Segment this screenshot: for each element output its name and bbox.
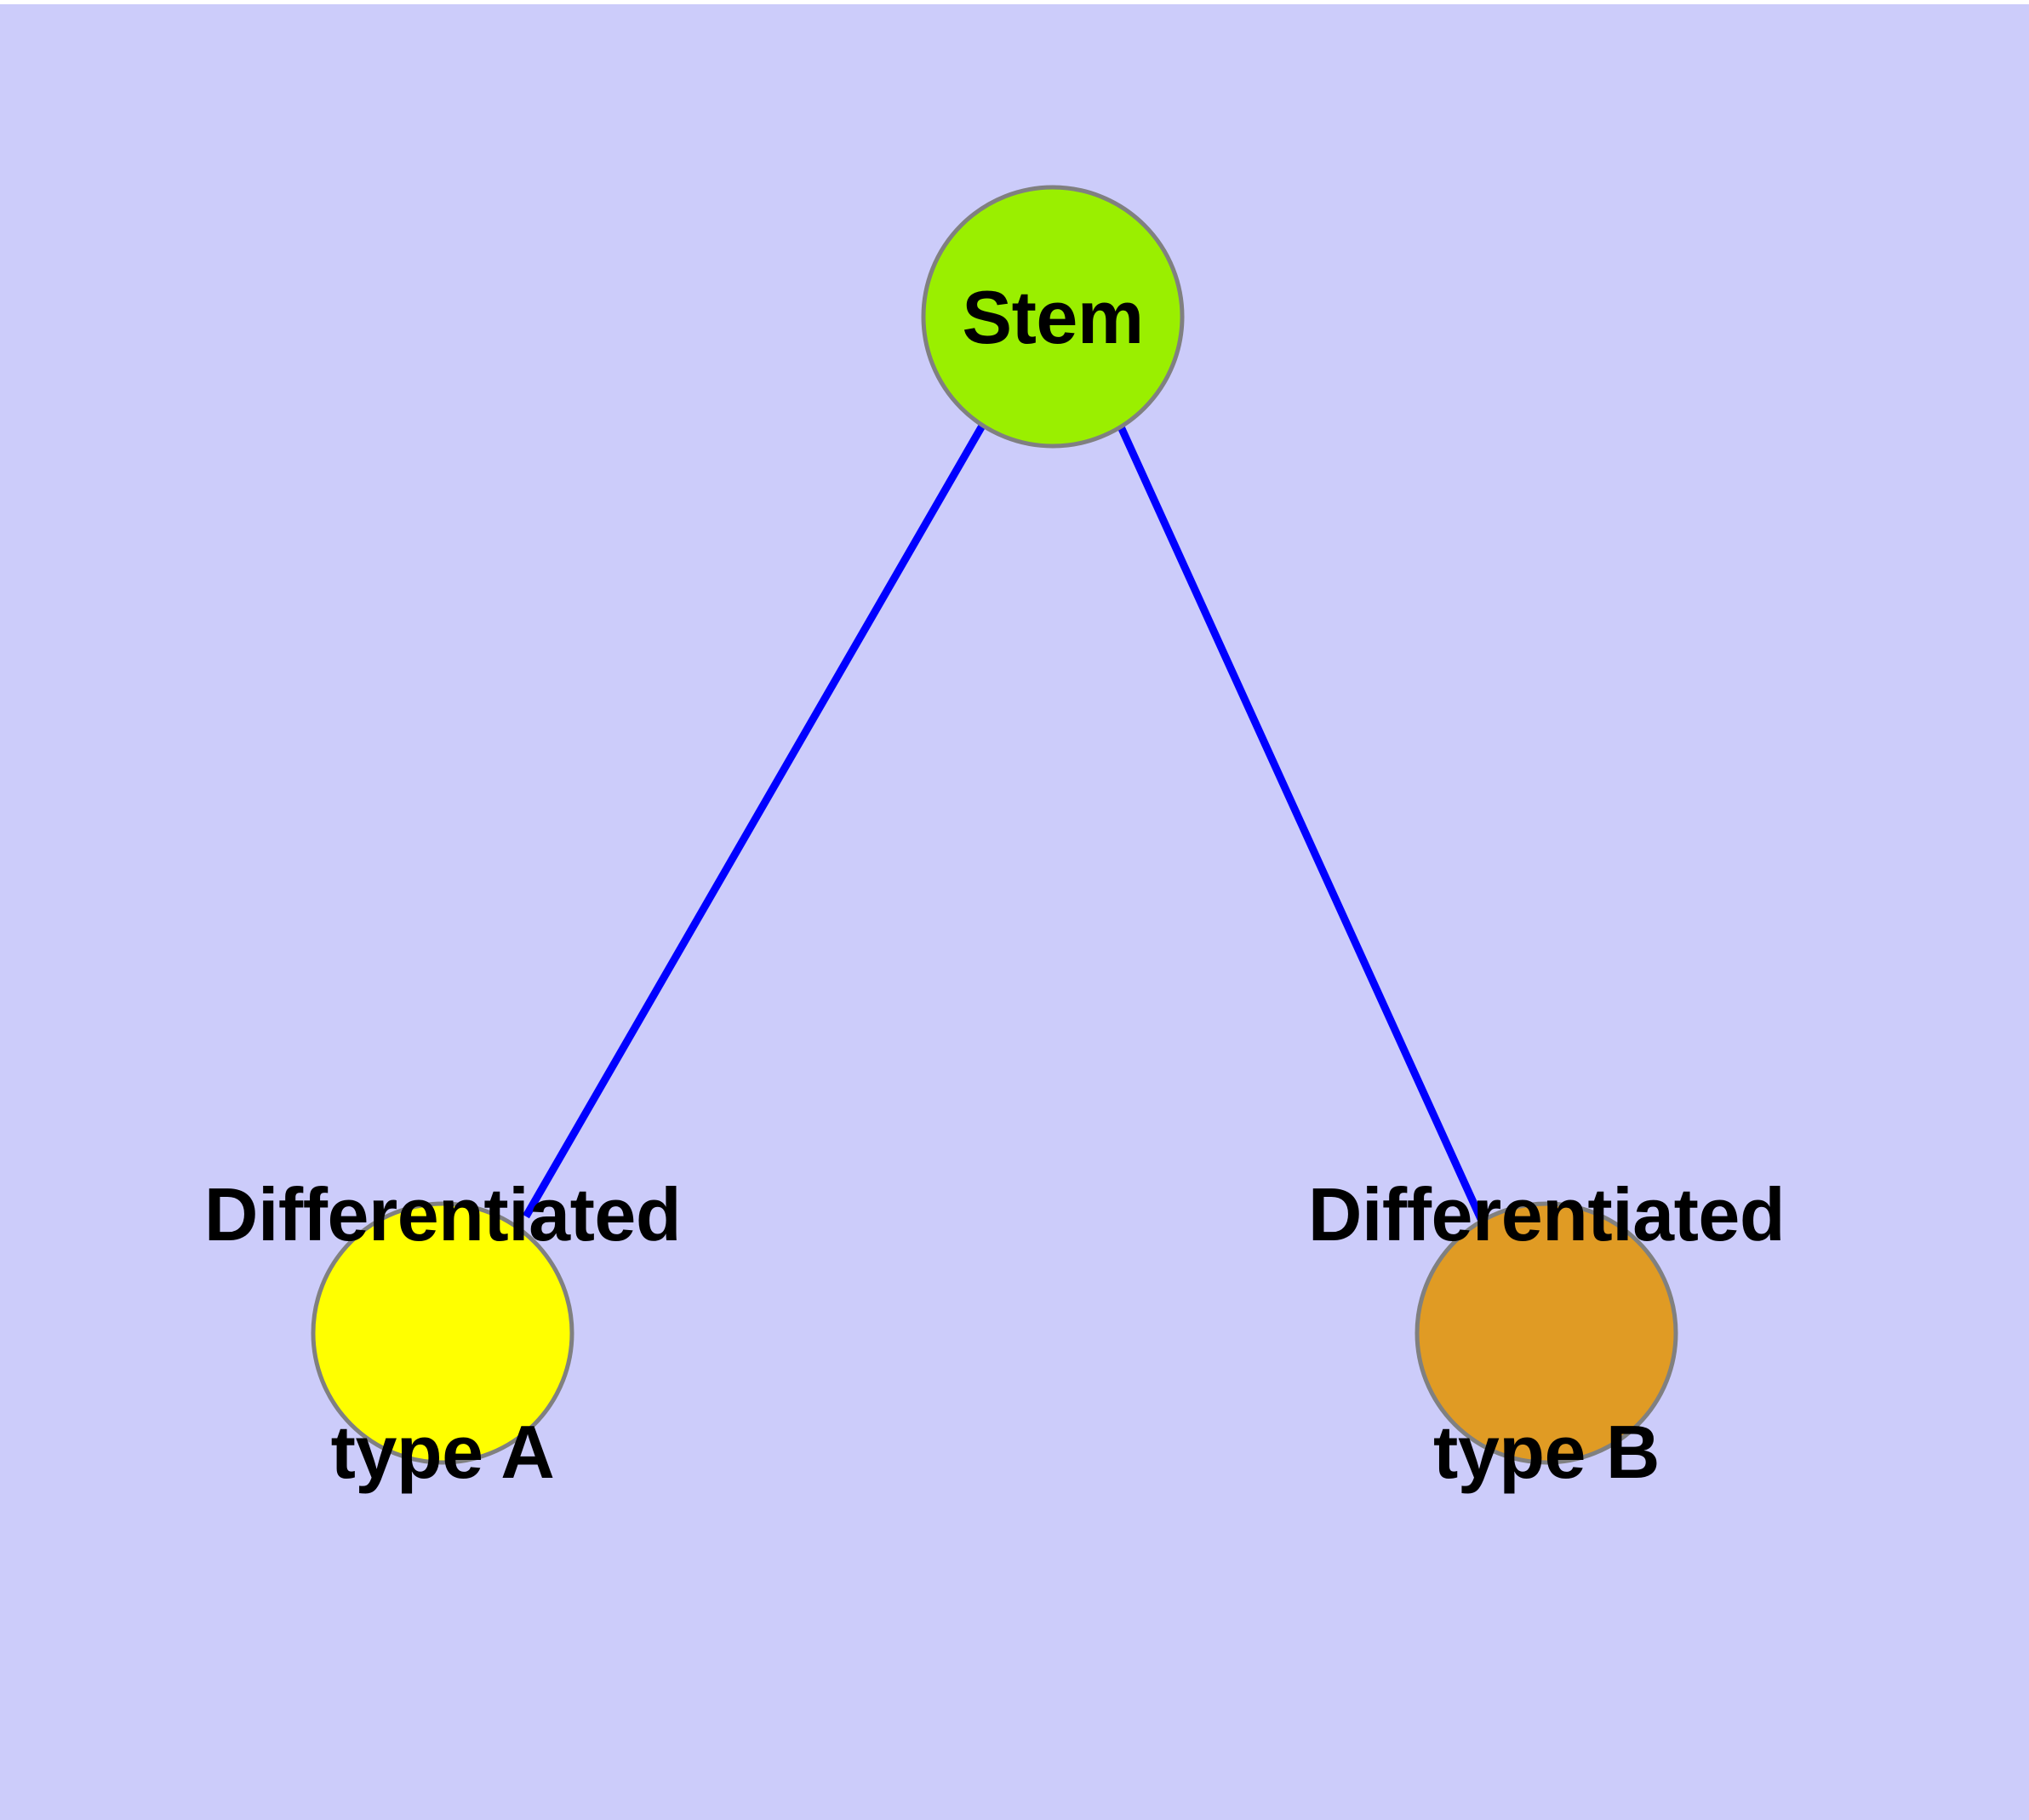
edge-layer — [523, 419, 1485, 1221]
node-circle-diff-a[interactable] — [311, 1201, 574, 1465]
node-circle-stem[interactable] — [921, 185, 1185, 449]
node-layer — [311, 185, 1678, 1465]
node-circle-diff-b[interactable] — [1415, 1201, 1678, 1465]
edge-stem-to-diff-a[interactable] — [523, 419, 988, 1219]
edge-stem-to-diff-b[interactable] — [1115, 421, 1485, 1221]
